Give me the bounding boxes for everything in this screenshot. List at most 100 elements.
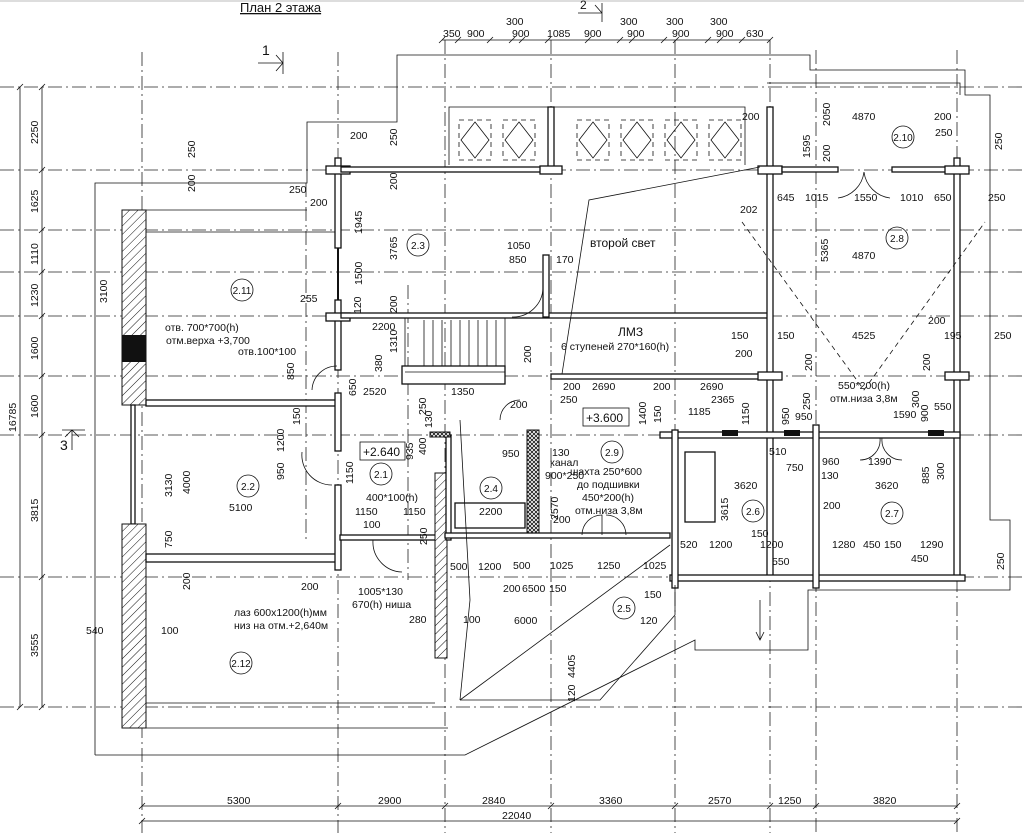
dimension-bottom: 2840 <box>482 795 506 807</box>
dimension-value: 1015 <box>805 192 829 204</box>
plan-note: лаз 600x1200(h)мм <box>234 607 327 619</box>
dim-tick <box>671 802 679 810</box>
dimension-value: 450 <box>911 553 929 565</box>
dim-tick <box>38 166 46 174</box>
dimension-value: 3100 <box>98 279 110 303</box>
room-number: 2.2 <box>241 482 255 493</box>
dim-tick <box>138 802 146 810</box>
dim-tick <box>38 83 46 91</box>
dim-tick <box>334 802 342 810</box>
plan-note: второй свет <box>590 236 656 250</box>
dimension-value: 195 <box>944 330 962 342</box>
room-number: 2.10 <box>893 133 913 144</box>
dimension-value: 450 <box>863 539 881 551</box>
dimension-value: 4870 <box>852 250 876 262</box>
dimension-value: 1150 <box>740 402 752 425</box>
plan-note: 670(h) ниша <box>352 599 411 611</box>
dim-tick <box>38 226 46 234</box>
dimension-value: 2690 <box>700 381 724 393</box>
plan-note: отв.100*100 <box>238 346 296 358</box>
plan-note: шахта 250*600 <box>570 466 642 478</box>
dimension-value: 200 <box>181 572 193 590</box>
room-number-circle <box>600 440 624 464</box>
dimension-value: 5365 <box>819 238 831 262</box>
dimension-value: 150 <box>644 589 662 601</box>
dimension-value: 2050 <box>821 102 833 126</box>
dimension-value: 400 <box>417 437 429 455</box>
dim-tick <box>766 36 774 44</box>
dim-tick <box>138 817 146 825</box>
dimension-value: 750 <box>163 530 175 548</box>
dimension-value: 200 <box>742 111 760 123</box>
dimension-top: 900 <box>584 28 602 40</box>
dim-tick <box>508 36 516 44</box>
dim-tick <box>441 802 449 810</box>
dimension-top: 1085 <box>547 28 571 40</box>
dimension-value: 150 <box>751 528 769 540</box>
dimension-value: 250 <box>801 392 813 410</box>
dimension-value: 1290 <box>920 539 944 551</box>
dimension-value: 1390 <box>868 456 892 468</box>
plan-note: до подшивки <box>577 479 640 491</box>
dim-tick <box>547 802 555 810</box>
dimension-value: 202 <box>740 204 758 216</box>
dimension-value: 1550 <box>854 192 878 204</box>
dim-tick <box>38 431 46 439</box>
dimension-left: 1230 <box>29 283 41 307</box>
room-number-circle <box>741 499 765 523</box>
room-number-circle <box>880 501 904 525</box>
plan-note: отв. 700*700(h) <box>165 322 239 334</box>
dimension-value: 200 <box>934 111 952 123</box>
dimension-top: 300 <box>710 16 728 28</box>
dimension-value: 250 <box>388 128 400 146</box>
dimension-top: 300 <box>506 16 524 28</box>
dimension-value: 1200 <box>709 539 733 551</box>
dimension-value: 250 <box>186 140 198 158</box>
room-number-circle <box>612 596 636 620</box>
dimension-value: 200 <box>510 399 528 411</box>
dimension-value: 250 <box>418 527 430 545</box>
dimension-value: 1150 <box>403 506 426 518</box>
dimension-value: 1050 <box>507 240 531 252</box>
dimension-value: 5100 <box>229 502 253 514</box>
dimension-value: 1250 <box>597 560 621 572</box>
dimension-value: 150 <box>884 539 902 551</box>
skylight-diamond <box>622 121 652 159</box>
plan-note: 6 ступеней 270*160(h) <box>561 341 669 353</box>
dimension-value: 650 <box>347 378 359 396</box>
dimension-value: 510 <box>769 446 787 458</box>
dimension-value: 750 <box>786 462 804 474</box>
room-number-circle <box>406 233 430 257</box>
dim-tick <box>38 268 46 276</box>
dimension-top: 900 <box>672 28 690 40</box>
dimension-value: 1200 <box>275 428 287 452</box>
dimension-value: 550 <box>934 401 952 413</box>
dimension-value: 200 <box>735 348 753 360</box>
dimension-value: 2200 <box>479 506 503 518</box>
dimension-top: 900 <box>512 28 530 40</box>
dimension-value: 935 <box>404 442 416 460</box>
dimension-value: 100 <box>463 614 481 626</box>
dimension-value: 960 <box>822 456 840 468</box>
room-number-circle <box>230 278 254 302</box>
skylight-diamond <box>666 121 696 159</box>
dim-tick <box>518 36 526 44</box>
room-number: 2.12 <box>231 659 251 670</box>
dimension-value: 200 <box>503 583 521 595</box>
skylight-diamond <box>460 121 490 159</box>
dim-tick <box>812 802 820 810</box>
room-number-circle <box>891 125 915 149</box>
dimension-value: 2690 <box>592 381 616 393</box>
dimension-value: 200 <box>522 345 534 363</box>
dimension-value: 250 <box>994 330 1012 342</box>
room-number: 2.7 <box>885 509 899 520</box>
walls <box>121 106 970 729</box>
section-mark-1: 1 <box>262 42 270 58</box>
plan-note: отм.верха +3,700 <box>166 335 250 347</box>
dimension-value: 120 <box>352 296 364 314</box>
dimension-value: 950 <box>275 462 287 480</box>
dimension-value: 645 <box>777 192 795 204</box>
dim-tick <box>16 703 24 711</box>
dim-tick <box>628 36 636 44</box>
